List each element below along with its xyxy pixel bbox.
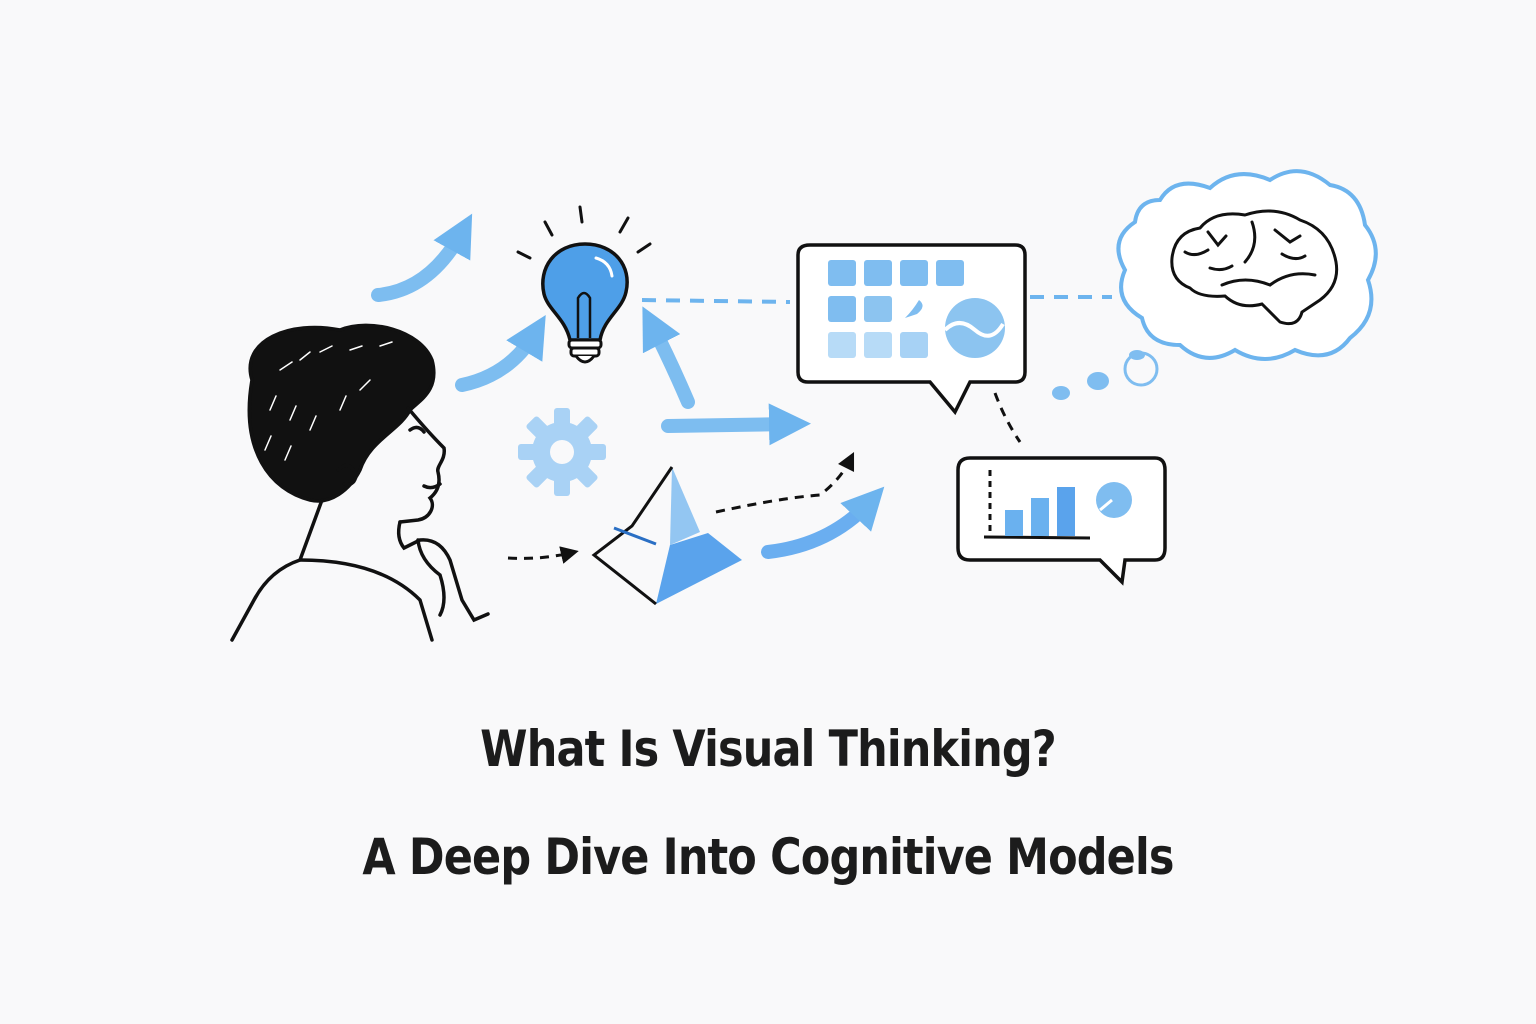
blue-arrows <box>371 213 885 559</box>
arrow-top-left <box>371 213 473 302</box>
page-subtitle: A Deep Dive Into Cognitive Models <box>362 828 1174 886</box>
dashed-connectors <box>641 295 1112 304</box>
dashed-arrows <box>507 392 1022 564</box>
pyramid-icon <box>591 466 742 606</box>
brain-thought-cloud <box>1116 169 1378 361</box>
arrow-to-bulb-left <box>455 314 546 392</box>
thought-dots <box>1052 350 1159 400</box>
bar-chart-speech-bubble <box>956 456 1167 586</box>
thinking-person <box>230 323 490 642</box>
arrow-lower-right <box>761 486 885 559</box>
arrow-to-bulb-right <box>642 306 695 409</box>
brain-icon <box>1170 209 1339 326</box>
arrow-right-mid <box>661 403 811 446</box>
gear-icon <box>518 408 606 496</box>
grid-dashboard-speech-bubble <box>796 243 1027 416</box>
lightbulb-icon <box>516 205 652 364</box>
page-title: What Is Visual Thinking? <box>480 720 1057 778</box>
